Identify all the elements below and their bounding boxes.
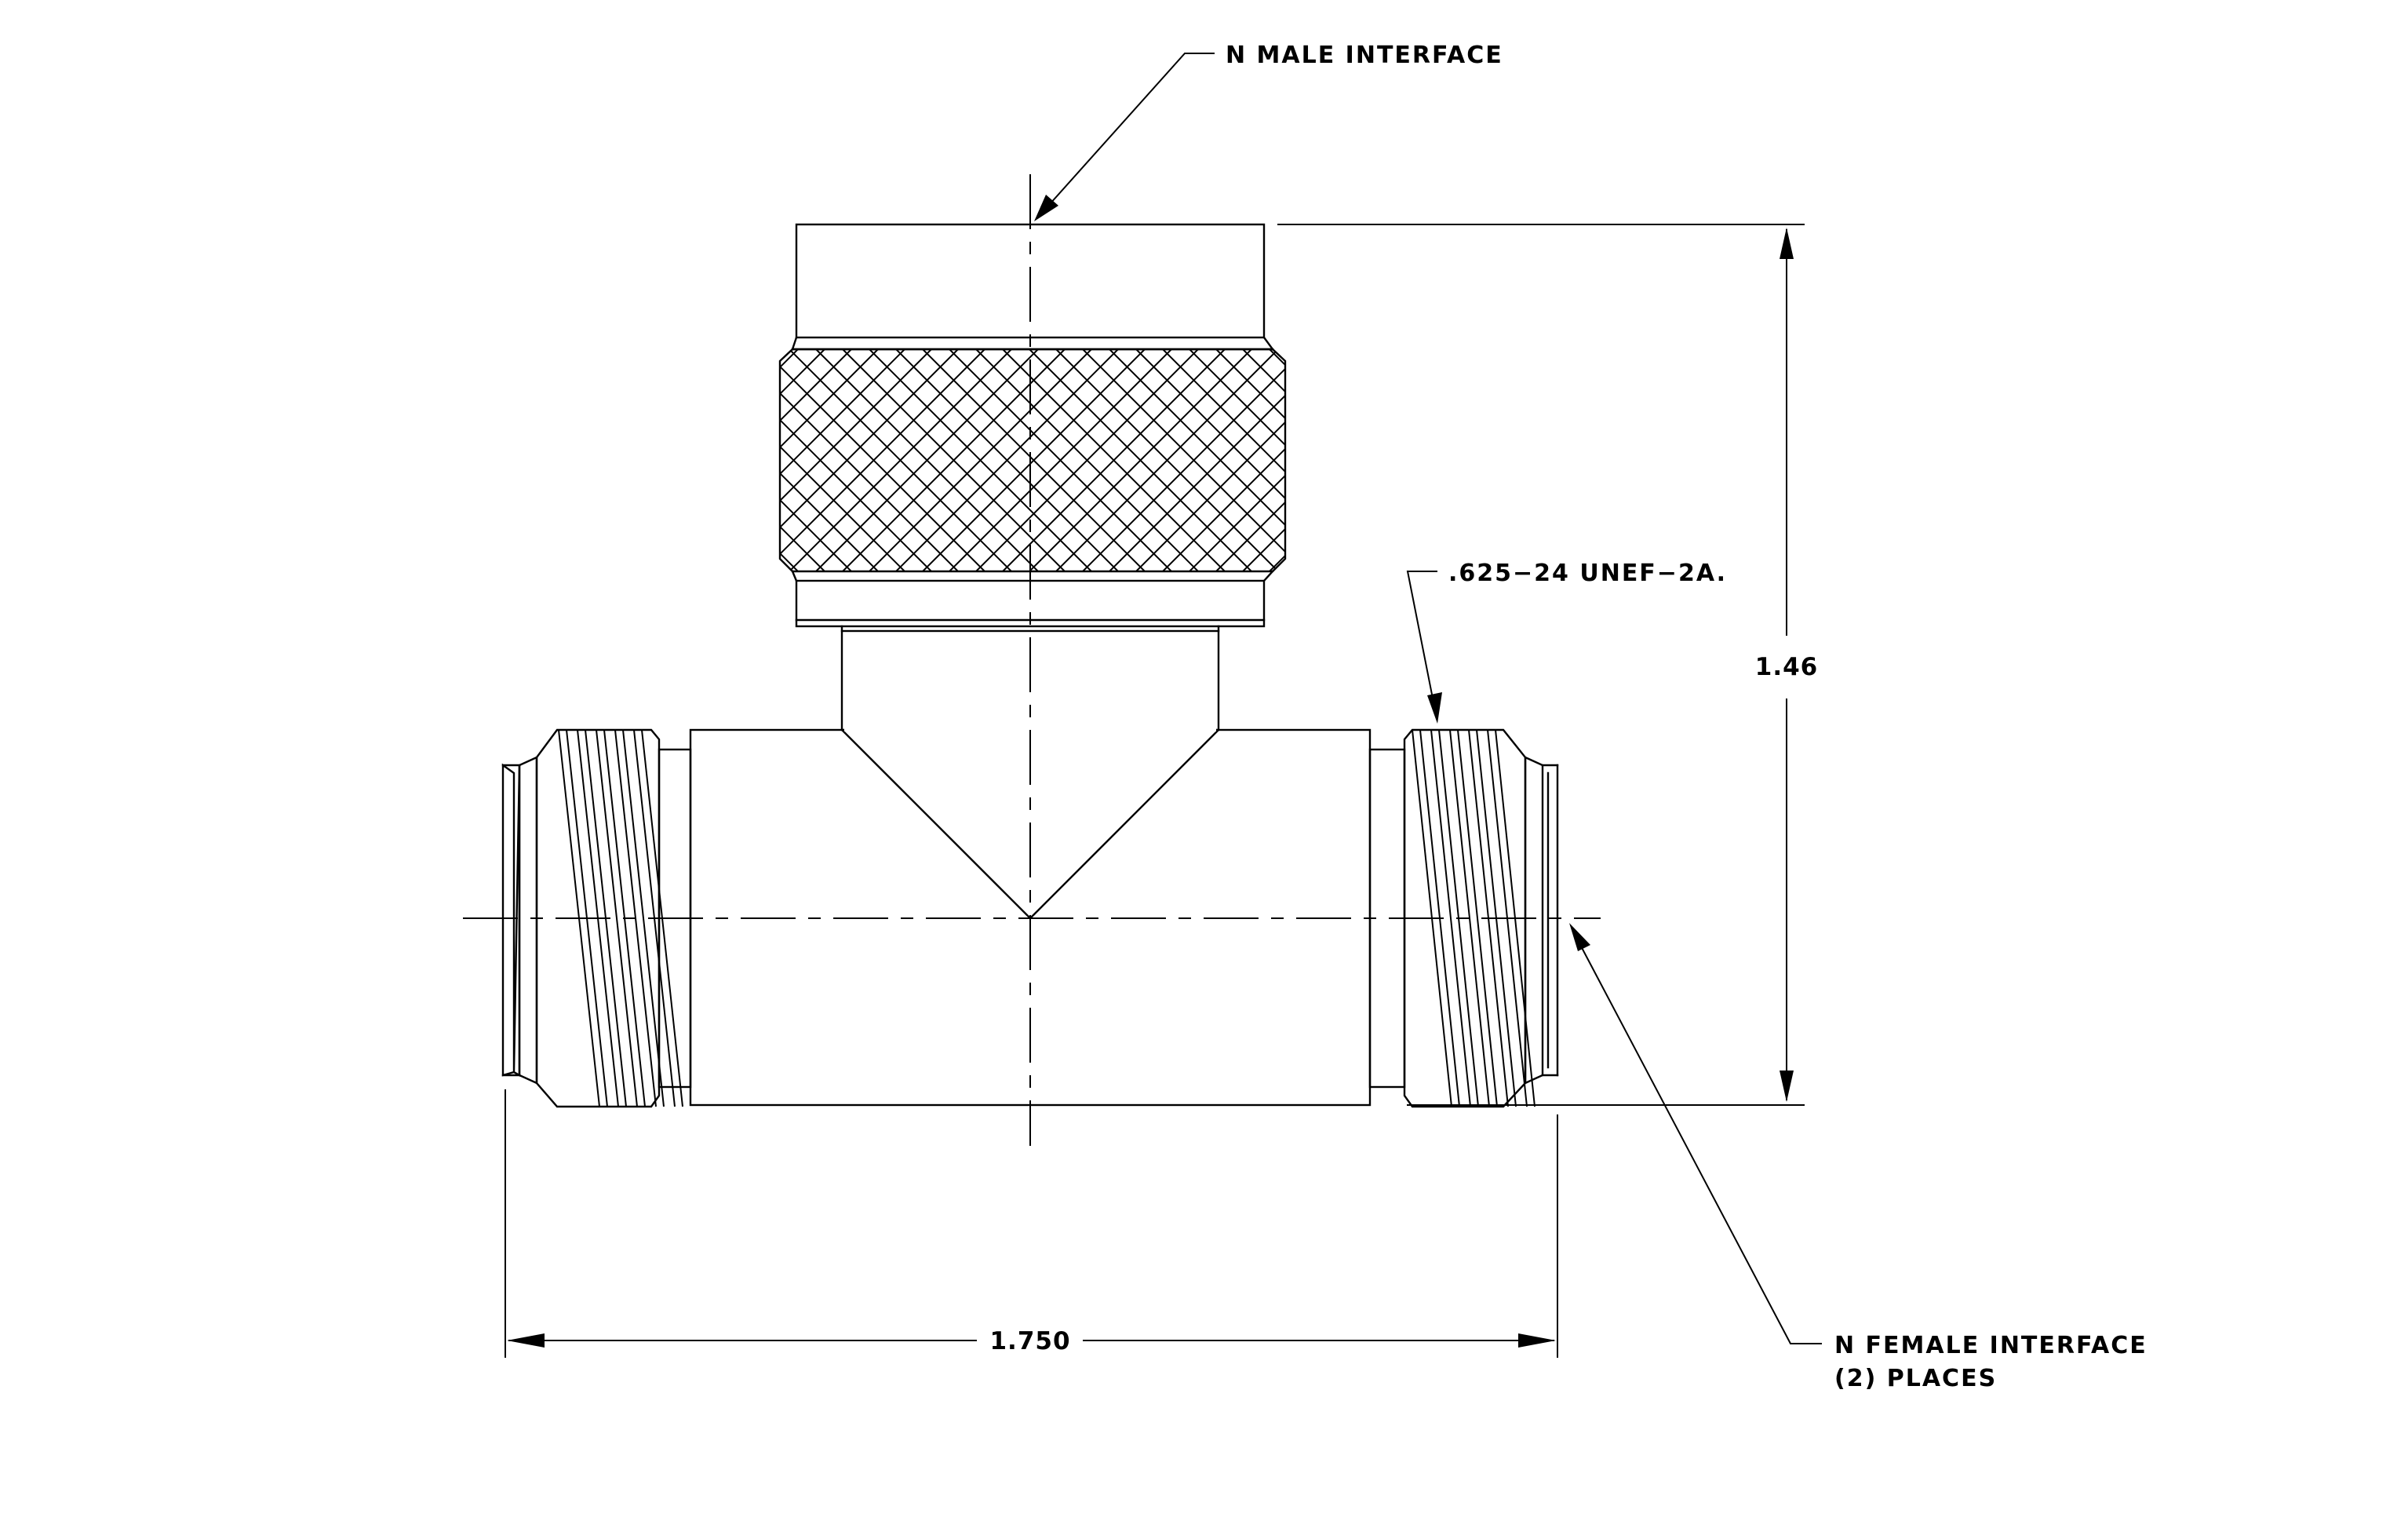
thread-label: .625−24 UNEF−2A. <box>1448 560 1727 587</box>
female-interface-label-line1: N FEMALE INTERFACE <box>1834 1332 2148 1359</box>
left-front-face <box>518 756 538 1085</box>
width-dimension-text: 1.750 <box>989 1327 1070 1355</box>
female-interface-label-line2: (2) PLACES <box>1834 1365 1997 1392</box>
knurl-pattern <box>780 349 1285 571</box>
female-interface-callout: N FEMALE INTERFACE (2) PLACES <box>1569 923 2148 1392</box>
left-front-tip <box>501 763 521 1078</box>
male-interface-label: N MALE INTERFACE <box>1226 42 1503 69</box>
male-connector <box>778 223 1287 731</box>
knurled-coupling-nut <box>778 348 1287 573</box>
width-dimension: 1.750 <box>505 1089 1558 1358</box>
height-dimension: 1.46 <box>1277 224 1819 1106</box>
male-interface-callout: N MALE INTERFACE <box>1034 42 1503 221</box>
height-dimension-text: 1.46 <box>1755 653 1819 681</box>
thread-callout: .625−24 UNEF−2A. <box>1406 560 1727 724</box>
